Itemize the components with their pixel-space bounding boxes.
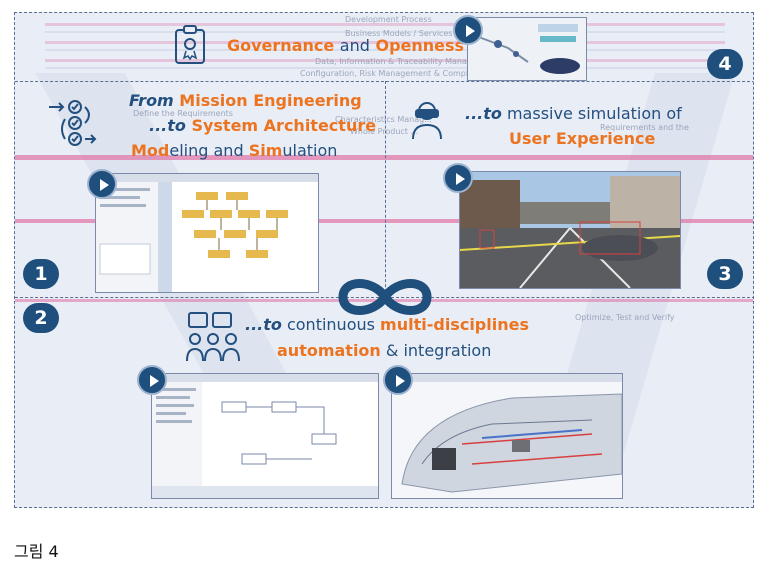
section-number-badge: 1 (23, 259, 59, 289)
vr-headset-icon (410, 99, 444, 145)
bg-text: Optimize, Test and Verify (575, 313, 675, 322)
section-number-badge: 3 (707, 259, 743, 289)
divider (385, 81, 386, 297)
and-word: and (339, 36, 370, 55)
process-check-icon (45, 99, 97, 151)
bg-text: Whole Product ... (350, 127, 419, 136)
play-button[interactable] (443, 163, 473, 193)
driving-simulation-screenshot (459, 171, 681, 289)
bg-text: Development Process (345, 15, 432, 24)
team-collaboration-icon (185, 311, 241, 369)
governance-screenshot (467, 17, 587, 81)
bg-text: Business Models / Services (345, 29, 453, 38)
bg-text: Characteristics Manag... (335, 115, 432, 124)
play-button[interactable] (87, 169, 117, 199)
bg-text: Define the Requirements (133, 109, 233, 118)
simulation-heading-line1: ...to massive simulation of (465, 104, 682, 123)
bg-text: Configuration, Risk Management & Complia… (300, 69, 490, 78)
aircraft-model-screenshot (391, 373, 623, 499)
mission-heading-line1: From Mission Engineering (129, 91, 362, 110)
governance-heading: Governance and Openness (227, 36, 464, 55)
automation-heading-line1: ...to continuous multi-disciplines (245, 315, 529, 334)
divider (15, 81, 753, 82)
governance-word: Governance (227, 36, 335, 55)
infographic-panel: Development Process Business Models / Se… (14, 12, 754, 508)
infinity-icon (335, 275, 435, 323)
integration-screenshot (151, 373, 379, 499)
play-button[interactable] (453, 15, 483, 45)
figure-caption: 그림 4 (14, 542, 59, 561)
section-number-badge: 4 (707, 49, 743, 79)
simulation-heading-line2: User Experience (509, 129, 656, 148)
automation-heading-line2: automation & integration (277, 341, 492, 360)
play-button[interactable] (137, 365, 167, 395)
openness-word: Openness (375, 36, 465, 55)
section-number-badge: 2 (23, 303, 59, 333)
bg-text: Requirements and the (600, 123, 689, 132)
bg-text: Data, Information & Traceability Managem… (315, 57, 498, 66)
mission-heading-line2: ...to System Architecture (149, 116, 377, 135)
architecture-screenshot (95, 173, 319, 293)
play-button[interactable] (383, 365, 413, 395)
mission-heading-line3: Modeling and Simulation (131, 141, 338, 160)
clipboard-checklist-icon (173, 25, 207, 69)
